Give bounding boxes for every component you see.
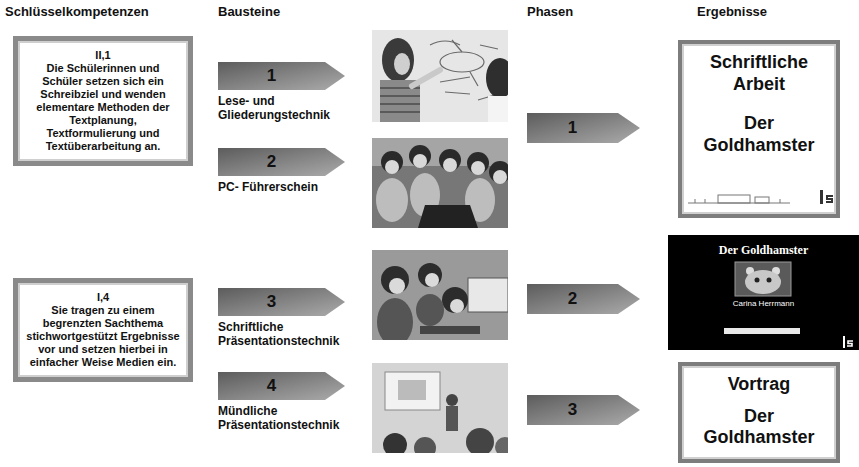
step-number: 1 [218,62,325,90]
document-decoration [688,190,833,204]
step-number: 1 [527,113,618,143]
result-box: VortragDer Goldhamster [678,362,840,463]
phase-arrow: 1 [527,113,640,143]
slide-author: Carina Herrmann [668,299,859,309]
module-arrow: 3Schriftliche Präsentationstechnik [218,288,345,316]
competence-text: Sie tragen zu einem begrenzten Sachthema… [25,304,181,369]
arrow-shape [218,148,345,176]
phase-arrow: 2 [527,284,640,314]
competence-code: I,4 [25,291,181,304]
competence-text: Die Schülerinnen und Schüler setzen sich… [25,62,181,153]
module-caption: PC- Führerschein [218,180,358,194]
result-slide: Der GoldhamsterCarina Herrmann [668,235,859,350]
arrow-shape [218,62,345,90]
phase-arrow: 3 [527,395,640,425]
arrow-shape [527,395,640,425]
module-arrow: 1Lese- und Gliederungstechnik [218,62,345,90]
result-heading: Vortrag [695,374,823,396]
photo-computer [372,250,508,340]
arrow-shape [527,113,640,143]
module-caption: Schriftliche Präsentationstechnik [218,320,358,349]
module-caption: Lese- und Gliederungstechnik [218,94,358,123]
module-arrow: 4Mündliche Präsentationstechnik [218,372,345,400]
step-number: 3 [527,395,618,425]
module-arrow: 2PC- Führerschein [218,148,345,176]
arrow-shape [218,372,345,400]
slide-title: Der Goldhamster [668,243,859,257]
column-heading: Ergebnisse [697,4,767,19]
step-number: 2 [218,148,325,176]
step-number: 2 [527,284,618,314]
photo-presentation [372,363,508,453]
result-title: Der Goldhamster [695,113,823,156]
step-number: 3 [218,288,325,316]
arrow-shape [527,284,640,314]
competence-box: II,1Die Schülerinnen und Schüler setzen … [13,36,193,166]
column-heading: Schlüsselkompetenzen [5,4,149,19]
competence-code: II,1 [25,49,181,62]
module-caption: Mündliche Präsentationstechnik [218,404,358,433]
step-number: 4 [218,372,325,400]
result-title: Der Goldhamster [695,406,823,449]
arrow-shape [218,288,345,316]
column-heading: Phasen [527,4,573,19]
result-heading: Schriftliche Arbeit [695,52,823,95]
competence-box: I,4Sie tragen zu einem begrenzten Sachth… [13,278,193,382]
column-heading: Bausteine [218,4,280,19]
photo-whiteboard [372,30,508,122]
slide-panel [668,235,859,350]
photo-laptop-group [372,138,508,228]
result-box: Schriftliche ArbeitDer Goldhamster [678,40,840,218]
